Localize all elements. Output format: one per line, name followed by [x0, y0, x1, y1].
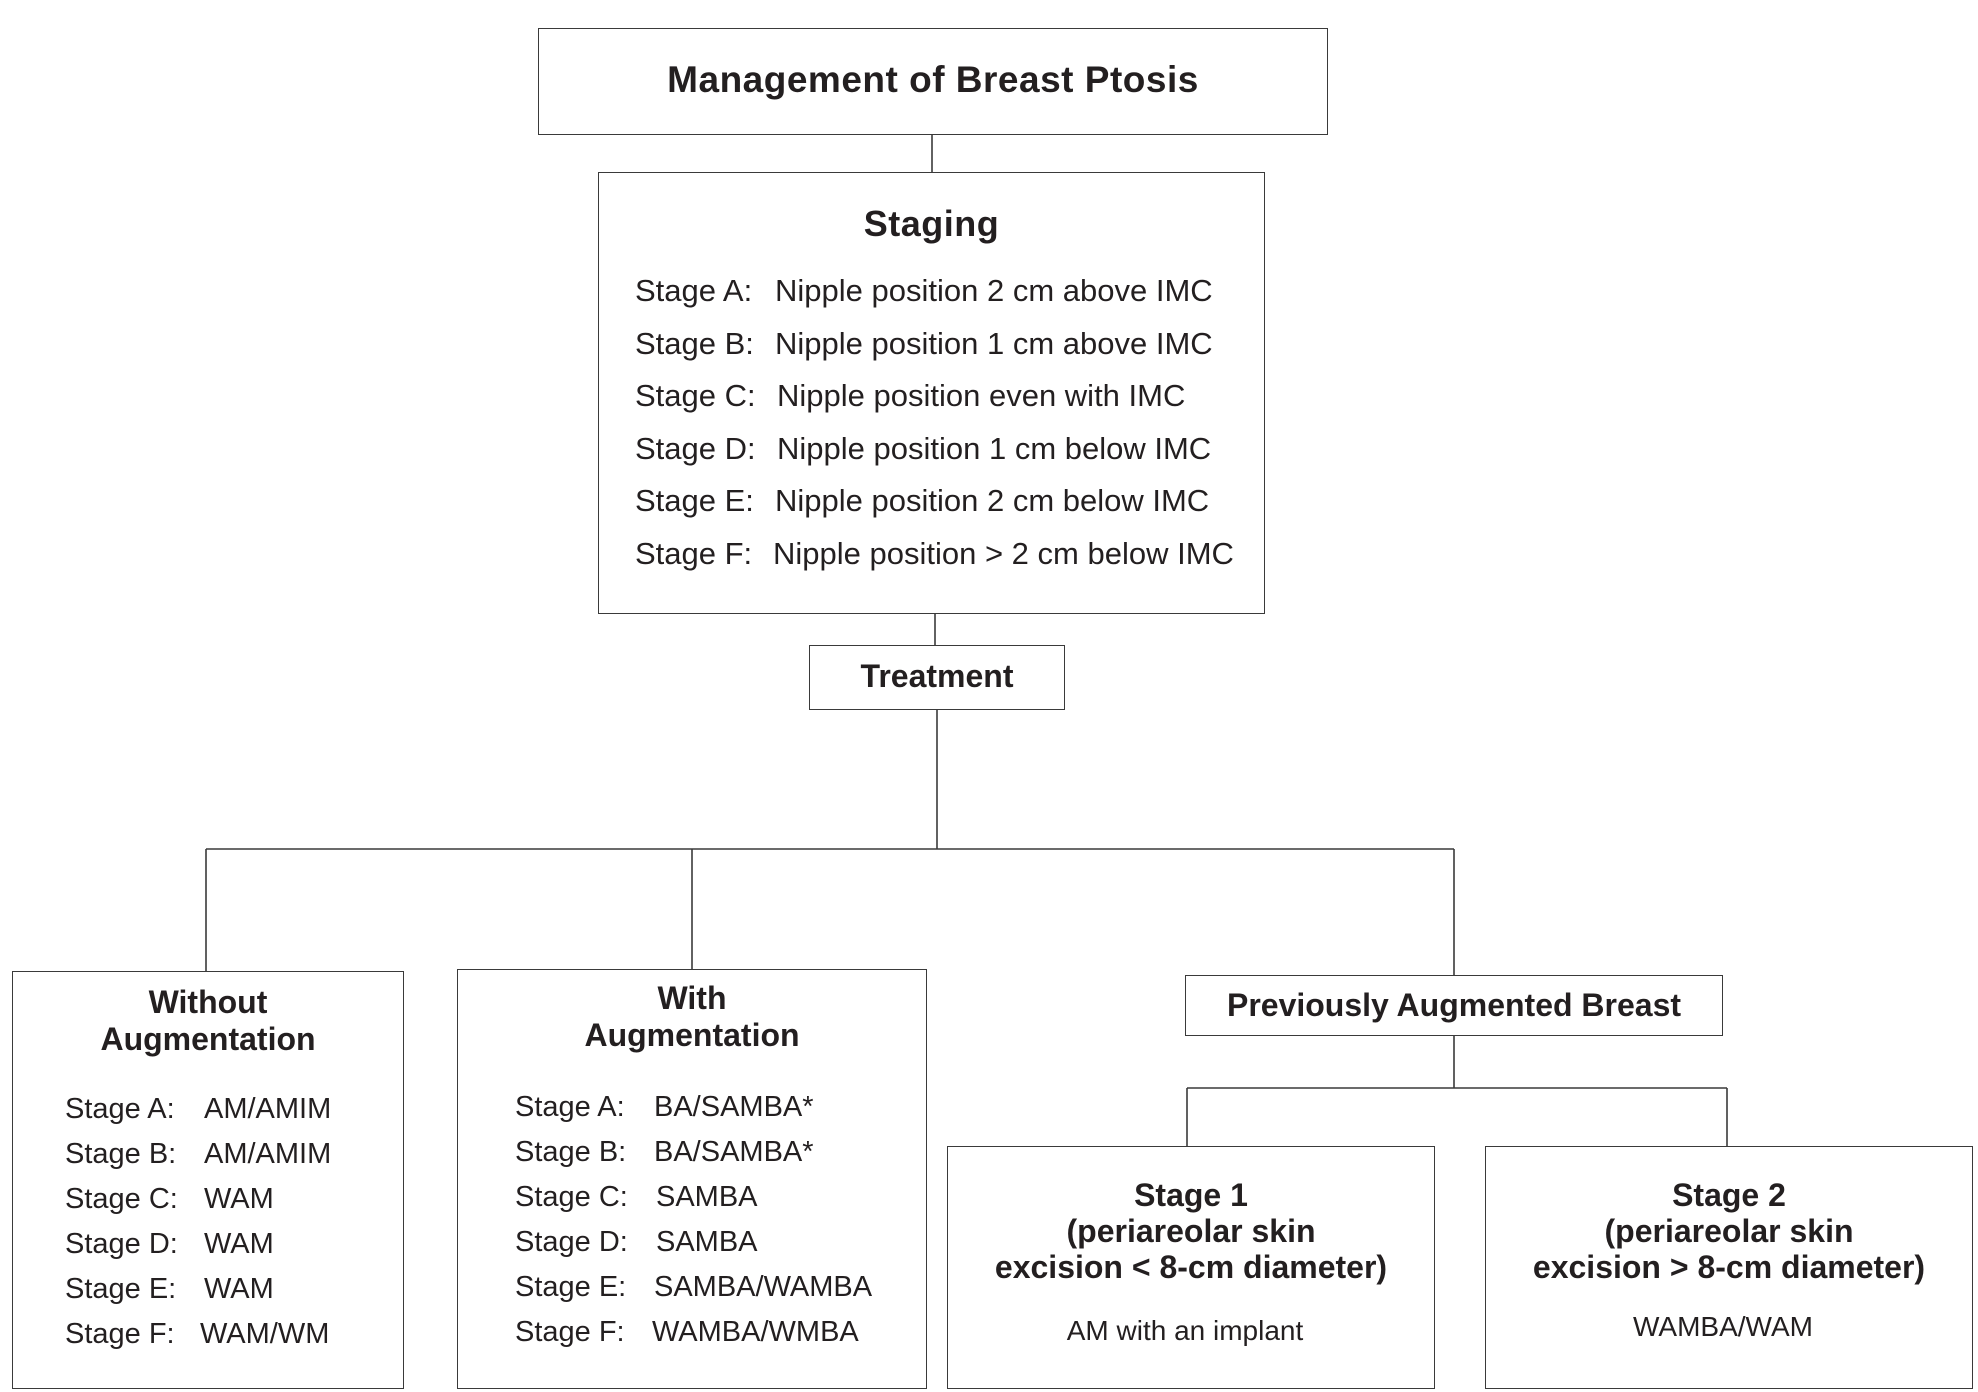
- title-box: Management of Breast Ptosis: [538, 28, 1328, 135]
- stage-description: Nipple position 2 cm below IMC: [775, 483, 1210, 518]
- stage-description: Nipple position even with IMC: [777, 378, 1186, 413]
- procedure-value: BA/SAMBA*: [654, 1091, 814, 1123]
- stage2-treatment: WAMBA/WAM: [1633, 1311, 1813, 1342]
- procedure-value: AM/AMIM: [204, 1138, 332, 1170]
- stage1-treatment: AM with an implant: [1066, 1315, 1304, 1346]
- stage-label: Stage E:: [635, 483, 754, 518]
- staging-heading: Staging: [863, 203, 1000, 244]
- stage-label: Stage D:: [65, 1228, 178, 1260]
- stage-label: Stage F:: [635, 536, 753, 571]
- procedure-value: WAM: [204, 1183, 274, 1215]
- procedure-value: WAM: [204, 1273, 274, 1305]
- with-augmentation-box: With Augmentation Stage A: BA/SAMBA* Sta…: [457, 969, 927, 1389]
- stage-label: Stage E:: [515, 1271, 627, 1303]
- treatment-heading: Treatment: [860, 658, 1014, 694]
- with-augmentation-heading-line1: With: [657, 980, 727, 1016]
- stage1-heading-line1: Stage 1: [1134, 1177, 1248, 1213]
- with-augmentation-heading-line2: Augmentation: [584, 1017, 800, 1053]
- procedure-value: WAM/WM: [200, 1318, 330, 1350]
- stage-label: Stage E:: [65, 1273, 177, 1305]
- stage-description: Nipple position 1 cm above IMC: [775, 326, 1213, 361]
- stage-label: Stage A:: [635, 273, 753, 308]
- stage1-box: Stage 1 (periareolar skin excision < 8-c…: [947, 1146, 1435, 1389]
- treatment-box: Treatment: [809, 645, 1065, 710]
- stage-label: Stage F:: [515, 1316, 625, 1348]
- page-title: Management of Breast Ptosis: [667, 59, 1199, 100]
- without-augmentation-heading-line1: Without: [148, 984, 268, 1020]
- stage-label: Stage C:: [65, 1183, 178, 1215]
- procedure-value: BA/SAMBA*: [654, 1136, 814, 1168]
- without-augmentation-box: Without Augmentation Stage A: AM/AMIM St…: [12, 971, 404, 1389]
- stage-label: Stage D:: [515, 1226, 628, 1258]
- stage2-box: Stage 2 (periareolar skin excision > 8-c…: [1485, 1146, 1973, 1389]
- procedure-value: SAMBA/WAMBA: [654, 1271, 873, 1303]
- procedure-value: SAMBA: [656, 1181, 758, 1213]
- stage-label: Stage D:: [635, 431, 756, 466]
- procedure-value: SAMBA: [656, 1226, 758, 1258]
- stage-label: Stage A:: [65, 1093, 175, 1125]
- stage2-heading-line1: Stage 2: [1672, 1177, 1786, 1213]
- procedure-value: WAMBA/WMBA: [652, 1316, 859, 1348]
- stage-description: Nipple position 2 cm above IMC: [775, 273, 1213, 308]
- stage-description: Nipple position 1 cm below IMC: [777, 431, 1212, 466]
- stage-label: Stage C:: [515, 1181, 628, 1213]
- procedure-value: WAM: [204, 1228, 274, 1260]
- stage2-heading-line3: excision > 8-cm diameter): [1532, 1249, 1926, 1285]
- previously-augmented-box: Previously Augmented Breast: [1185, 975, 1723, 1036]
- stage1-heading-line2: (periareolar skin: [1066, 1213, 1316, 1249]
- stage-description: Nipple position > 2 cm below IMC: [773, 536, 1234, 571]
- stage-label: Stage B:: [65, 1138, 177, 1170]
- stage2-heading-line2: (periareolar skin: [1604, 1213, 1854, 1249]
- stage-label: Stage C:: [635, 378, 756, 413]
- procedure-value: AM/AMIM: [204, 1093, 332, 1125]
- stage-label: Stage F:: [65, 1318, 175, 1350]
- previously-augmented-heading: Previously Augmented Breast: [1226, 987, 1682, 1023]
- stage-label: Stage B:: [635, 326, 754, 361]
- without-augmentation-heading-line2: Augmentation: [100, 1021, 316, 1057]
- staging-box: Staging Stage A: Nipple position 2 cm ab…: [598, 172, 1265, 614]
- stage-label: Stage A:: [515, 1091, 625, 1123]
- stage1-heading-line3: excision < 8-cm diameter): [994, 1249, 1388, 1285]
- stage-label: Stage B:: [515, 1136, 627, 1168]
